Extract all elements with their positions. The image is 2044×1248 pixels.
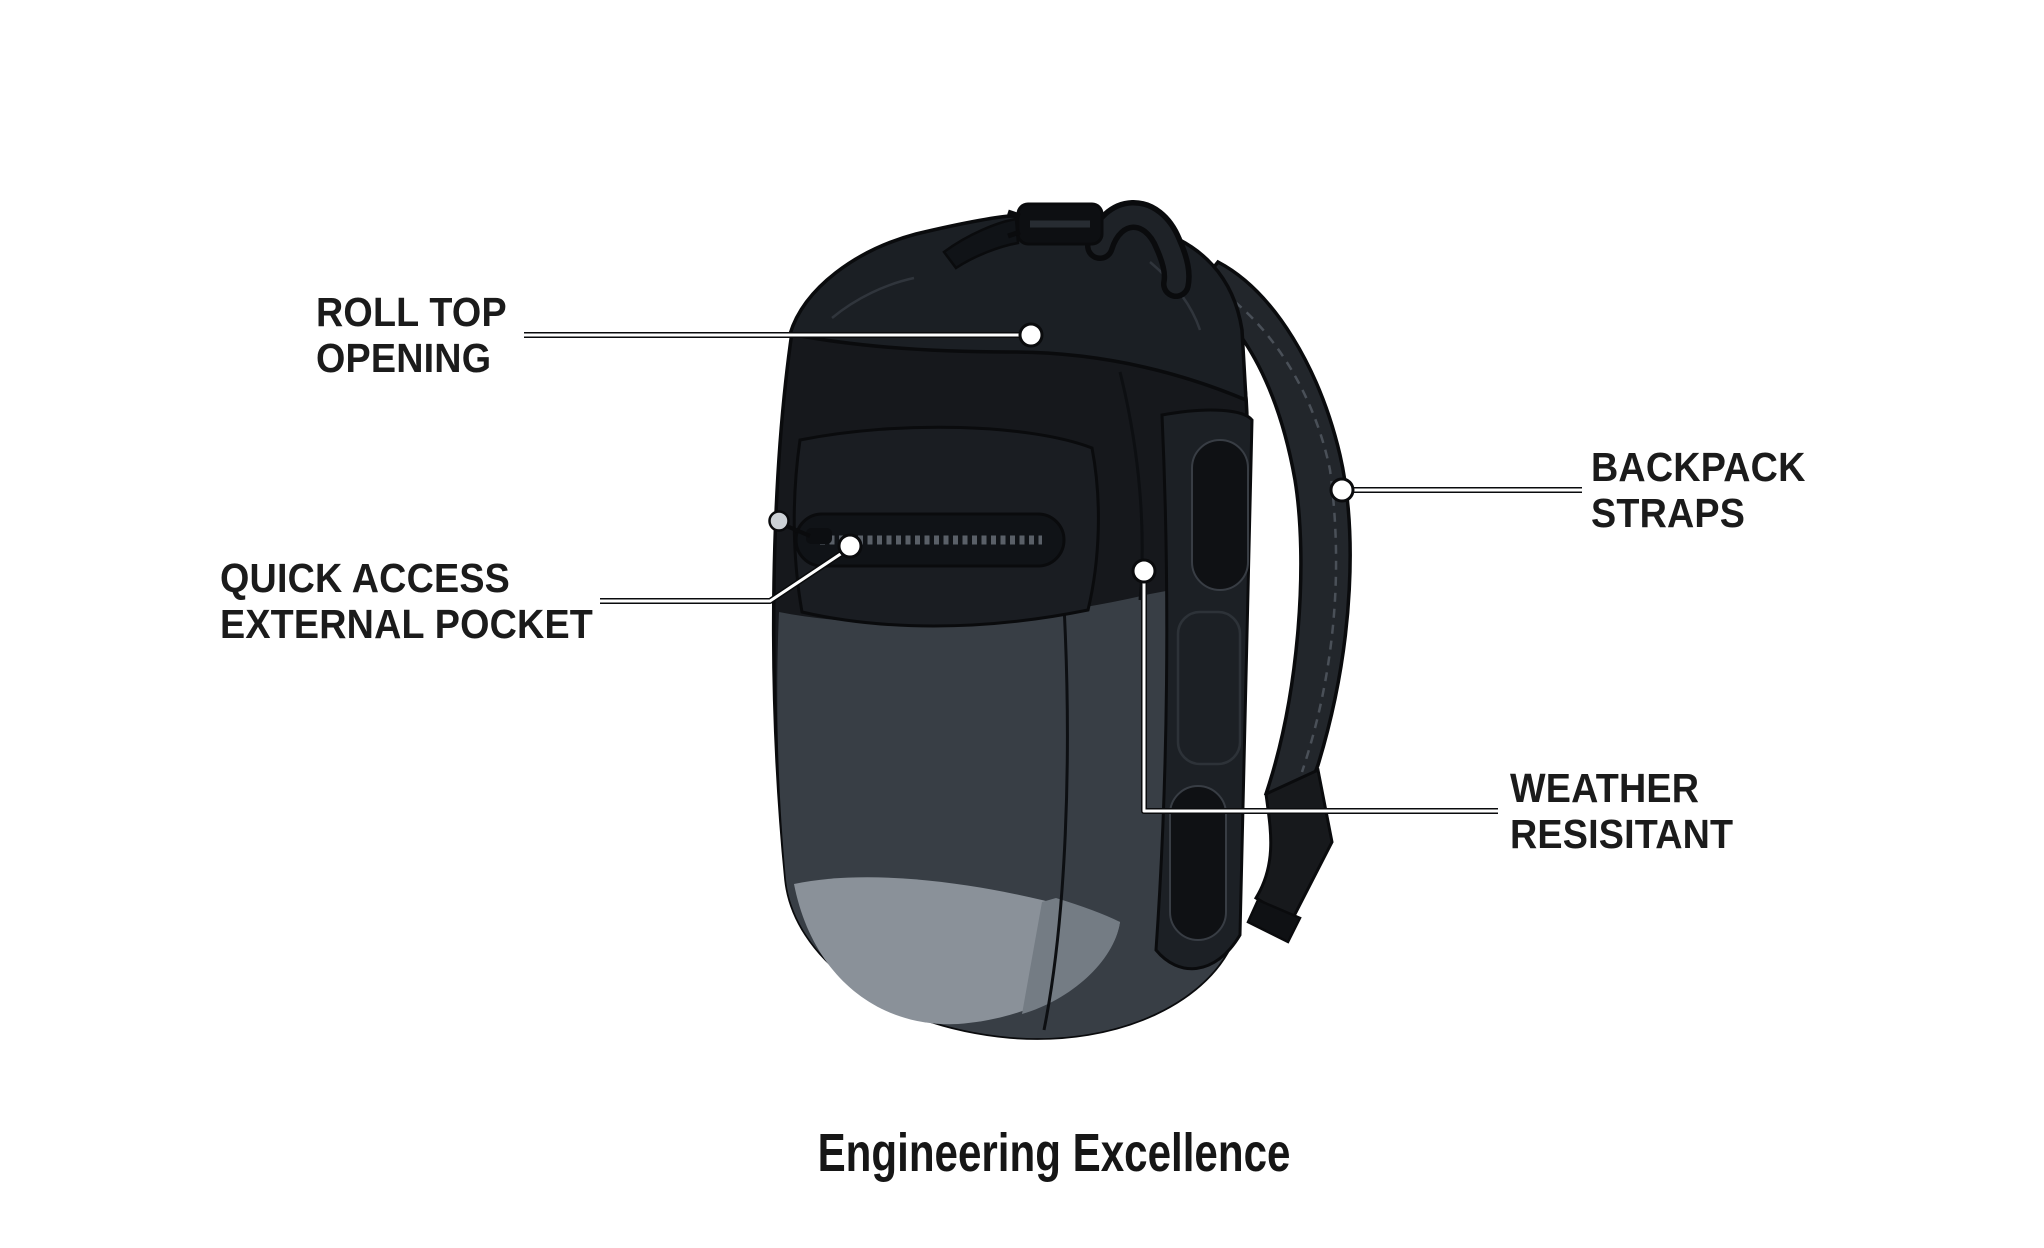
callout-label-line: WEATHER bbox=[1510, 765, 1700, 811]
zipper-pull-ring bbox=[768, 510, 790, 532]
flap-crease-left bbox=[831, 276, 915, 319]
callout-anchor-backpack-straps bbox=[1329, 477, 1355, 503]
bag-body bbox=[771, 296, 1249, 1040]
external-pocket bbox=[768, 425, 1100, 628]
rail-slot-bottom bbox=[1169, 785, 1227, 941]
callout-label-roll-top-opening: ROLL TOP OPENING bbox=[316, 289, 507, 382]
body-seam-line bbox=[1042, 605, 1069, 1031]
zipper-slider bbox=[806, 528, 832, 544]
callout-label-backpack-straps: BACKPACK STRAPS bbox=[1591, 444, 1806, 537]
strap-tail bbox=[1253, 767, 1334, 923]
zipper-housing bbox=[794, 512, 1066, 568]
callout-anchor-quick-access bbox=[837, 533, 863, 559]
diagram-caption: Engineering Excellence bbox=[817, 1123, 1291, 1183]
rail-mid-outline bbox=[1176, 610, 1242, 766]
strap-stitching bbox=[1221, 290, 1338, 773]
callout-line-weather bbox=[1142, 582, 1498, 813]
carry-handle bbox=[1090, 205, 1187, 294]
callout-lines bbox=[524, 322, 1582, 814]
callout-anchor-weather bbox=[1131, 558, 1157, 584]
callout-label-line: STRAPS bbox=[1591, 489, 1746, 536]
roll-top-flap bbox=[787, 214, 1248, 403]
side-rail bbox=[1154, 408, 1254, 971]
callout-label-line: OPENING bbox=[316, 334, 492, 381]
callout-label-line: QUICK ACCESS bbox=[220, 555, 511, 601]
top-strap-segment bbox=[942, 217, 1020, 270]
callout-label-line: RESISITANT bbox=[1510, 810, 1734, 857]
backpack-strap bbox=[1191, 259, 1352, 944]
rail-slot-top bbox=[1191, 439, 1249, 591]
callout-anchor-roll-top bbox=[1018, 322, 1044, 348]
callout-label-weather-resistant: WEATHER RESISITANT bbox=[1510, 765, 1734, 858]
roll-top bbox=[787, 200, 1248, 403]
callout-label-line: EXTERNAL POCKET bbox=[220, 600, 594, 647]
callout-label-line: ROLL TOP bbox=[316, 289, 507, 335]
callout-line-quick-access bbox=[600, 547, 849, 603]
buckle-prongs bbox=[1007, 209, 1021, 239]
callout-label-line: BACKPACK bbox=[1591, 444, 1806, 490]
strap-tail-loop bbox=[1246, 898, 1302, 944]
bag-interior-floor-shade bbox=[1022, 898, 1120, 1014]
callout-label-quick-access-external-pocket: QUICK ACCESS EXTERNAL POCKET bbox=[220, 555, 594, 648]
